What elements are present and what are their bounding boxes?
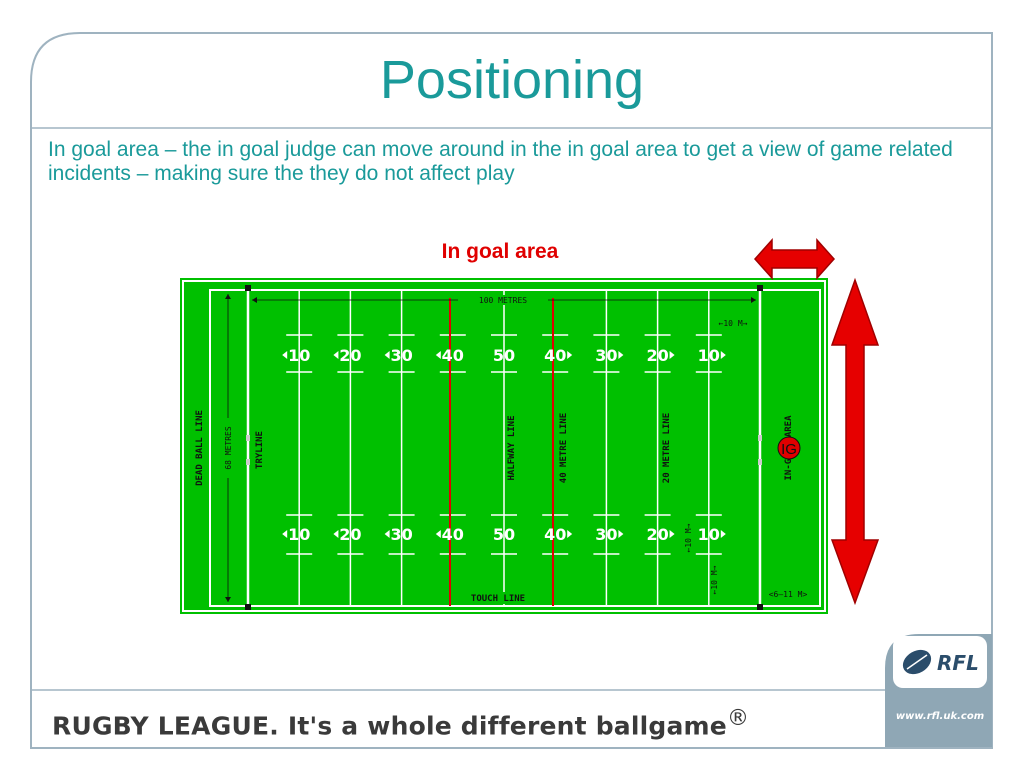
slide-title: Positioning [379, 50, 645, 110]
direction-arrow-icon [669, 530, 675, 538]
yard-number: 50 [493, 346, 515, 365]
forty-metre-line-label: 40 METRE LINE [559, 413, 569, 483]
rfl-logo-box [893, 636, 987, 688]
in-goal-area-label: In goal area [441, 240, 559, 263]
corner-post [245, 285, 251, 291]
corner-post [245, 604, 251, 610]
ten-metre-vertical-label-1: ←10 M→ [684, 523, 693, 552]
yard-number: 30 [595, 346, 617, 365]
yard-numbers-top: 10 20 30 40 50 40 30 20 10 [282, 346, 726, 365]
touch-line-label: TOUCH LINE [471, 594, 525, 604]
yard-number: 20 [339, 346, 361, 365]
yard-number: 50 [493, 525, 515, 544]
yard-number: 10 [698, 346, 720, 365]
yard-number: 40 [544, 346, 566, 365]
in-goal-judge-label: IG [781, 441, 797, 458]
halfway-line-label: HALFWAY LINE [507, 415, 517, 480]
direction-arrow-icon [435, 351, 441, 359]
touch-line-boundary [209, 289, 821, 607]
ten-metre-top-label: ←10 M→ [719, 319, 748, 328]
direction-arrow-icon [384, 351, 390, 359]
direction-arrow-icon [333, 351, 339, 359]
direction-arrow-icon [282, 351, 288, 359]
ten-metre-vertical-label-2: ←10 M→ [710, 565, 719, 594]
in-goal-judge-marker [777, 436, 801, 460]
yard-number: 30 [595, 525, 617, 544]
footer-tagline: RUGBY LEAGUE. It's a whole different bal… [52, 706, 750, 741]
corner-post [757, 604, 763, 610]
ten-metre-lines [286, 290, 722, 606]
direction-arrow-icon [618, 530, 624, 538]
yard-number: 10 [288, 346, 310, 365]
direction-arrow-icon [720, 351, 726, 359]
footer-url: www.rfl.uk.com [895, 711, 985, 722]
yard-number: 40 [544, 525, 566, 544]
direction-arrow-icon [282, 530, 288, 538]
rugby-pitch-diagram: 100 METRES 68 METRES DEAD BALL LINE TRYL… [180, 278, 828, 614]
direction-arrow-icon [435, 530, 441, 538]
rfl-logo-text: RFL [937, 651, 979, 675]
direction-arrow-icon [669, 351, 675, 359]
corner-post [757, 285, 763, 291]
tryline-label: TRYLINE [255, 431, 265, 469]
slide-body-text: In goal area – the in goal judge can mov… [48, 138, 953, 185]
yard-numbers-bottom: 10 20 30 40 50 40 30 20 10 [282, 525, 726, 544]
yard-number: 10 [288, 525, 310, 544]
direction-arrow-icon [720, 530, 726, 538]
yard-number: 40 [442, 525, 464, 544]
yard-number: 20 [339, 525, 361, 544]
direction-arrow-icon [567, 351, 573, 359]
direction-arrow-icon [567, 530, 573, 538]
yard-number: 40 [442, 346, 464, 365]
sixty-eight-metres-label: 68 METRES [224, 426, 233, 470]
yard-number: 30 [390, 525, 412, 544]
yard-number: 10 [698, 525, 720, 544]
hundred-metres-label: 100 METRES [479, 296, 527, 305]
direction-arrow-icon [384, 530, 390, 538]
yard-number: 20 [646, 346, 668, 365]
direction-arrow-icon [333, 530, 339, 538]
yard-number: 20 [646, 525, 668, 544]
dead-ball-line-label: DEAD BALL LINE [195, 410, 205, 486]
yard-number: 30 [390, 346, 412, 365]
direction-arrow-icon [618, 351, 624, 359]
in-goal-depth-label: <6–11 M> [769, 590, 808, 599]
twenty-metre-line-label: 20 METRE LINE [662, 413, 672, 483]
